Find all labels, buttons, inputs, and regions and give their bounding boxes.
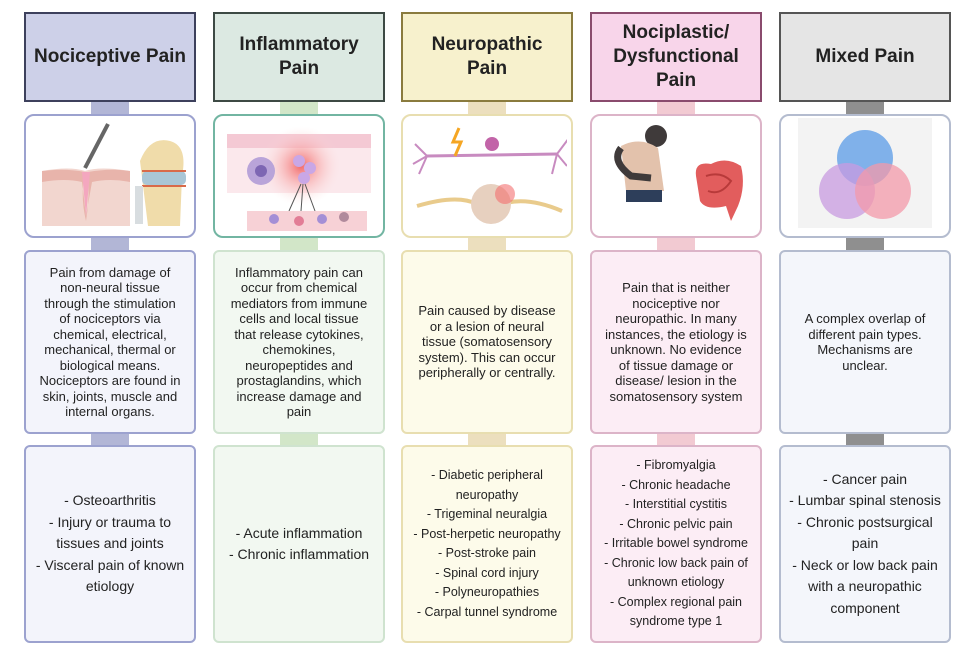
connector <box>468 238 506 250</box>
overlapping-circles-venn-illustration-icon <box>790 116 940 236</box>
description-nociplastic: Pain that is neither nociceptive nor neu… <box>590 250 762 434</box>
example-item: - Chronic inflammation <box>228 546 370 562</box>
header-nociplastic: Nociplastic/ Dysfunctional Pain <box>590 12 762 102</box>
neuron-and-spinal-cord-lesion-illustration-icon <box>407 116 570 236</box>
connector <box>91 102 129 114</box>
column-inflammatory: Inflammatory Pain Inflammatory pain can … <box>213 12 385 643</box>
header-inflammatory: Inflammatory Pain <box>213 12 385 102</box>
example-item: - Polyneuropathies <box>434 585 540 599</box>
connector <box>91 434 129 445</box>
example-item: - Neck or low back pain with a neuropath… <box>792 556 938 616</box>
connector <box>468 434 506 445</box>
description-inflammatory: Inflammatory pain can occur from chemica… <box>213 250 385 434</box>
example-item: - Interstitial cystitis <box>624 497 728 512</box>
example-item: - Acute inflammation <box>235 524 363 541</box>
example-item: - Chronic pelvic pain <box>619 516 733 531</box>
example-item: - Visceral pain of known etiology <box>35 556 185 595</box>
illustration-nociplastic <box>590 114 762 238</box>
description-neuropathic: Pain caused by disease or a lesion of ne… <box>401 250 573 434</box>
example-item: - Trigeminal neuralgia <box>426 507 548 521</box>
example-item: - Post-stroke pain <box>438 546 536 560</box>
example-item: - Post-herpetic neuropathy <box>413 526 561 541</box>
example-item: - Osteoarthritis <box>64 492 156 509</box>
connector <box>846 238 884 250</box>
header-mixed: Mixed Pain <box>779 12 951 102</box>
column-nociceptive: Nociceptive Pain Pain from damage of non… <box>24 12 196 643</box>
inflamed-tissue-immune-cells-illustration-icon <box>219 116 379 236</box>
illustration-neuropathic <box>401 114 573 238</box>
example-item: - Chronic headache <box>621 477 731 492</box>
connector <box>657 434 695 445</box>
skin-incision-and-knee-joint-illustration-icon <box>30 116 190 236</box>
connector <box>846 102 884 114</box>
connector <box>657 102 695 114</box>
example-item: - Carpal tunnel syndrome <box>416 604 558 619</box>
connector <box>91 238 129 250</box>
header-neuropathic: Neuropathic Pain <box>401 12 573 102</box>
examples-mixed: - Cancer pain - Lumbar spinal stenosis - C… <box>779 445 951 643</box>
example-item: - Diabetic peripheral neuropathy <box>431 468 543 502</box>
column-neuropathic: Neuropathic Pain Pain caused by disease … <box>401 12 573 643</box>
connector <box>280 102 318 114</box>
connector <box>846 434 884 445</box>
examples-nociplastic: - Fibromyalgia - Chronic headache - Inters… <box>590 445 762 643</box>
illustration-mixed <box>779 114 951 238</box>
example-item: - Irritable bowel syndrome <box>604 536 748 551</box>
connector <box>657 238 695 250</box>
description-mixed: A complex overlap of different pain type… <box>779 250 951 434</box>
example-item: - Chronic postsurgical pain <box>797 513 933 552</box>
header-nociceptive: Nociceptive Pain <box>24 12 196 102</box>
examples-inflammatory: - Acute inflammation - Chronic inflammati… <box>213 445 385 643</box>
example-item: - Spinal cord injury <box>435 565 539 580</box>
column-nociplastic: Nociplastic/ Dysfunctional Pain Pain tha… <box>590 12 762 643</box>
examples-nociceptive: - Osteoarthritis - Injury or trauma to ti… <box>24 445 196 643</box>
example-item: - Lumbar spinal stenosis <box>789 492 941 509</box>
illustration-inflammatory <box>213 114 385 238</box>
example-item: - Complex regional pain syndrome type 1 <box>609 594 742 629</box>
example-item: - Injury or trauma to tissues and joints <box>48 513 172 552</box>
connector <box>280 238 318 250</box>
connector <box>280 434 318 445</box>
examples-neuropathic: - Diabetic peripheral neuropathy - Trigem… <box>401 445 573 643</box>
person-with-abdominal-pain-and-intestine-illustration-icon <box>596 116 756 236</box>
description-nociceptive: Pain from damage of non-neural tissue th… <box>24 250 196 434</box>
example-item: - Fibromyalgia <box>636 458 716 473</box>
column-mixed: Mixed Pain A complex overlap of differen… <box>779 12 951 643</box>
illustration-nociceptive <box>24 114 196 238</box>
example-item: - Chronic low back pain of unknown etiol… <box>604 555 748 590</box>
connector <box>468 102 506 114</box>
example-item: - Cancer pain <box>822 470 908 487</box>
